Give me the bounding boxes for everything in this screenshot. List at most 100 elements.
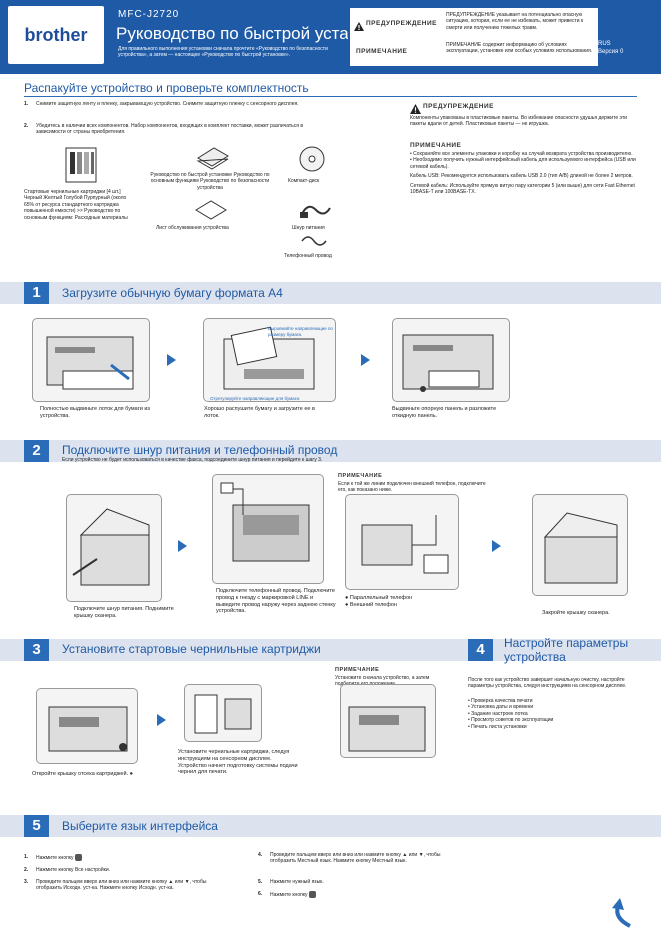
section-3-title: Установите стартовые чернильные картридж… — [62, 642, 321, 656]
s5-step-4: Проведите пальцем вверх или вниз или наж… — [270, 852, 441, 865]
sheet-image — [194, 199, 228, 221]
hint-guides: Выровняйте направляющие по размеру бумаг… — [268, 326, 333, 337]
cd-image — [298, 145, 326, 173]
section-4-number: 4 — [468, 639, 493, 661]
s2-caption-2: Подключите телефонный провод. Подключите… — [216, 588, 336, 615]
s4-item: • Печать листа установки — [468, 723, 527, 730]
step-2-num: 2. — [24, 123, 29, 129]
close-scanner-image — [532, 494, 628, 596]
unpack-warning-text: Компоненты упакованы в пластиковые пакет… — [410, 115, 628, 128]
s5-num-1: 1. — [24, 854, 29, 860]
section-5-bar — [0, 815, 661, 837]
warning-text: ПРЕДУПРЕЖДЕНИЕ указывает на потенциально… — [446, 12, 584, 31]
warning-icon — [354, 18, 364, 36]
s4-item: • Задание настроек лотка — [468, 710, 528, 717]
s5-step-6: Нажмите кнопку — [270, 891, 316, 898]
external-phone-text: Внешний телефон — [349, 602, 397, 608]
s4-item-text: Установка даты и времени — [471, 704, 534, 711]
turn-page-icon — [608, 898, 634, 928]
s2-note-label: ПРИМЕЧАНИЕ — [338, 473, 383, 479]
tray-in-image — [392, 318, 510, 402]
s5-step-1-text: Нажмите кнопку — [36, 854, 74, 861]
s1-caption-2: Хорошо распушите бумагу и загрузите ее в… — [204, 406, 315, 419]
language-code: RUS Версия 0 — [598, 40, 623, 56]
s5-num-3: 3. — [24, 879, 29, 885]
open-cover-image — [36, 688, 138, 764]
arrow-right-icon — [178, 540, 187, 552]
manuals-image — [196, 144, 230, 170]
section-2-number: 2 — [24, 440, 49, 462]
s5-num-4: 4. — [258, 852, 263, 858]
s4-item-text: Просмотр советов по эксплуатации — [471, 717, 554, 724]
section-5-title: Выберите язык интерфейса — [62, 819, 218, 833]
s4-item: • Проверка качества печати — [468, 698, 533, 704]
install-ink-image — [184, 684, 262, 742]
section-1-number: 1 — [24, 282, 49, 304]
power-cord-image — [298, 196, 334, 222]
arrow-right-icon — [167, 354, 176, 366]
section-5-number: 5 — [24, 815, 49, 837]
s5-num-2: 2. — [24, 867, 29, 873]
note-item-text: Кабель USB: Рекомендуется использовать к… — [410, 173, 633, 180]
s5-step-3: Проведите пальцем вверх или вниз или наж… — [36, 879, 207, 892]
section-1-title: Загрузите обычную бумагу формата A4 — [62, 286, 283, 300]
section-4-title: Настройте параметры устройства — [504, 636, 629, 664]
arrow-right-icon — [157, 714, 166, 726]
lang-code-text: RUS — [598, 41, 611, 47]
hint-adjust: Отрегулируйте направляющие для бумаги. — [210, 396, 301, 401]
s5-step-1: Нажмите кнопку — [36, 854, 82, 861]
s2-caption-4: Закройте крышку сканера. — [542, 610, 610, 616]
section-3-number: 3 — [24, 639, 49, 661]
cartridges-caption: Стартовые чернильные картриджи [4 шт.] Ч… — [24, 189, 128, 221]
phone-cord-caption: Телефонный провод — [284, 253, 332, 259]
s2-note-text: Если к той же линии подключен внешний те… — [338, 481, 486, 494]
note-item: • Сохраняйте все элементы упаковки и кор… — [410, 151, 633, 157]
s4-list: • Проверка качества печати • Установка д… — [468, 698, 638, 730]
header-subtitle: Для правильного выполнения установки сна… — [118, 46, 328, 59]
note-label: ПРИМЕЧАНИЕ — [356, 48, 408, 55]
note-item-text: Сохраняйте все элементы упаковки и короб… — [413, 151, 633, 157]
unpack-note-list: • Сохраняйте все элементы упаковки и кор… — [410, 151, 636, 195]
step-1-num: 1. — [24, 101, 29, 107]
s4-item: • Просмотр советов по эксплуатации — [468, 717, 554, 724]
s5-step-5: Нажмите нужный язык. — [270, 879, 324, 885]
section-3-bar — [0, 639, 661, 661]
home-button-icon — [308, 891, 316, 898]
settings-button-icon — [74, 854, 82, 861]
printer-ready-image — [340, 684, 436, 758]
s5-step-2: Нажмите кнопку Все настройки. — [36, 867, 111, 873]
arrow-right-icon — [361, 354, 370, 366]
s1-caption-3: Выдвиньте опорную панель и разложите отк… — [392, 406, 497, 419]
s3-caption-1-text: Откройте крышку отсека картриджей. — [32, 771, 129, 777]
s2-caption-3a: ● Параллельный телефон — [345, 595, 413, 601]
manuals-caption: Руководство по быстрой установке Руковод… — [150, 172, 270, 191]
section-1-bar — [0, 282, 661, 304]
s4-item: • Установка даты и времени — [468, 704, 534, 711]
s5-step-6-text: Нажмите кнопку — [270, 891, 308, 898]
s4-text: После того как устройство завершит начал… — [468, 677, 627, 690]
warning-label: ПРЕДУПРЕЖДЕНИЕ — [366, 20, 437, 27]
power-cord-caption: Шнур питания — [292, 225, 325, 231]
note-text: ПРИМЕЧАНИЕ содержит информацию об услови… — [446, 42, 593, 55]
s3-caption-1: Откройте крышку отсека картриджей. ● — [32, 771, 133, 777]
note-item-text: Необходимо получить нужный интерфейсный … — [410, 157, 636, 170]
s4-item-text: Проверка качества печати — [471, 698, 533, 704]
s4-item-text: Задание настроек лотка — [471, 710, 528, 717]
unpack-divider — [24, 96, 637, 97]
parallel-phone-text: Параллельный телефон — [349, 595, 413, 601]
note-item: • Необходимо получить нужный интерфейсны… — [410, 157, 636, 170]
phone-line-image — [212, 474, 324, 584]
power-cord-connect-image — [66, 494, 162, 602]
s3-note-label: ПРИМЕЧАНИЕ — [335, 667, 380, 673]
ink-cartridges-image — [60, 144, 104, 184]
load-paper-image — [203, 318, 336, 402]
sheet-caption: Лист обслуживания устройства — [156, 225, 229, 231]
note-item: Кабель USB: Рекомендуется использовать к… — [410, 173, 636, 179]
s2-caption-1: Подключите шнур питания. Поднимите крышк… — [74, 606, 174, 619]
cd-caption: Компакт-диск — [288, 178, 320, 184]
s4-item-text: Печать листа установки — [471, 723, 527, 730]
brother-logo: brother — [8, 6, 104, 64]
warning-icon — [410, 101, 421, 119]
external-phone-image — [345, 494, 459, 590]
legend-box: ПРЕДУПРЕЖДЕНИЕ ПРЕДУПРЕЖДЕНИЕ указывает … — [350, 8, 598, 66]
